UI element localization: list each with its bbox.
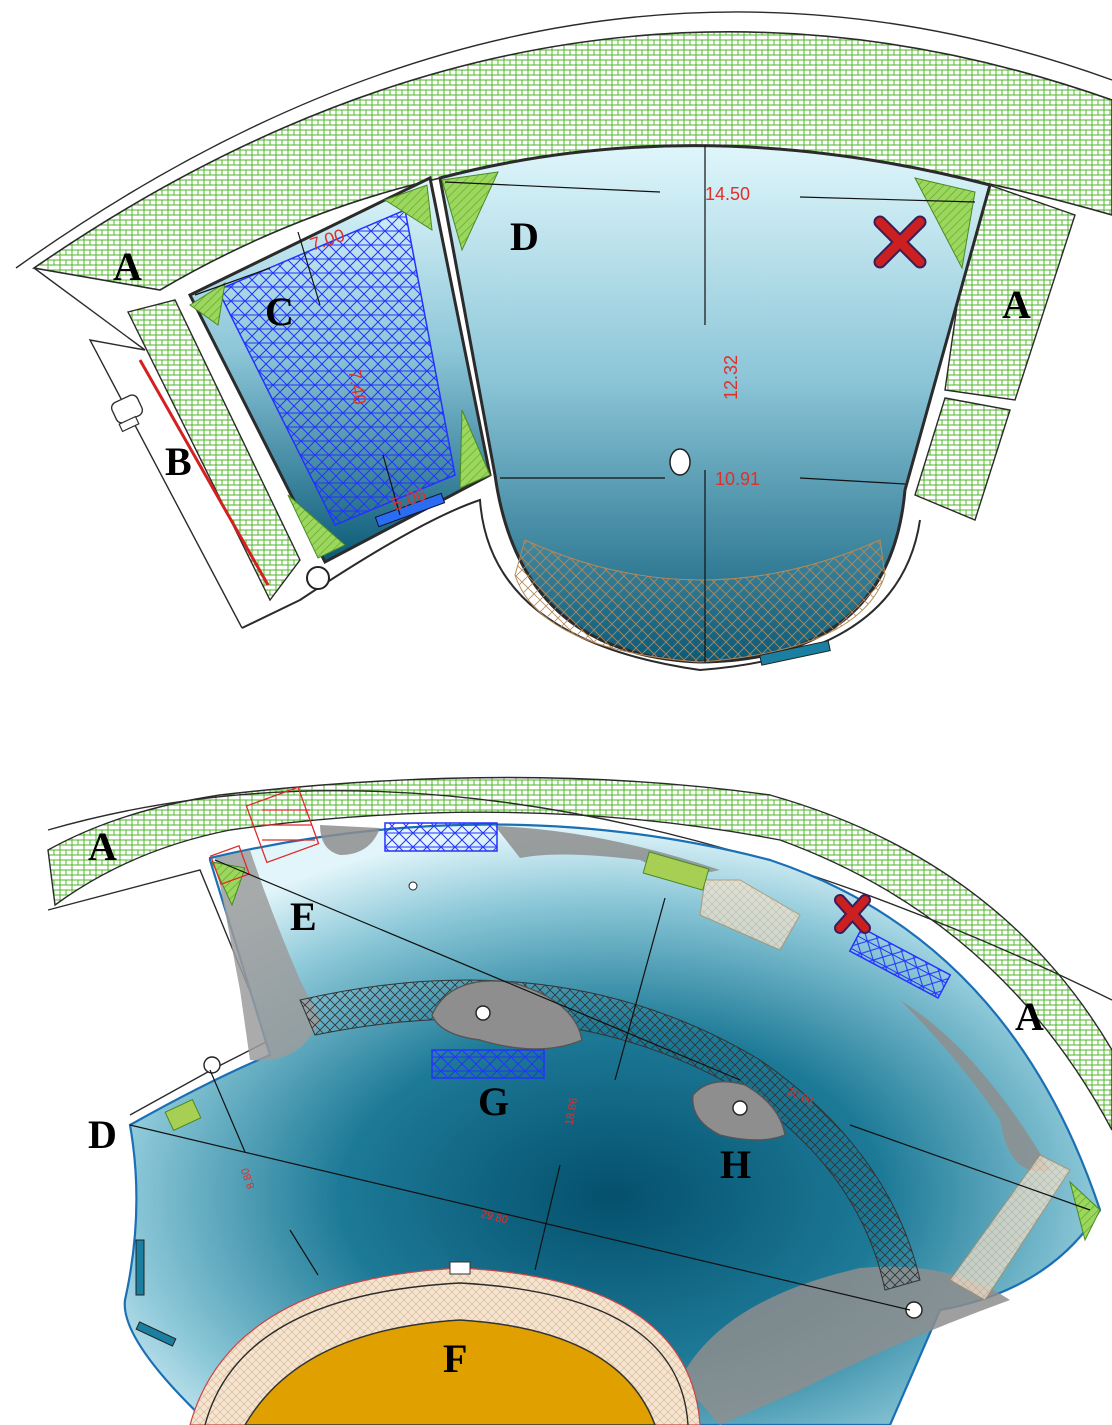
corner-planter: [441, 171, 499, 252]
rock-shelf: [680, 1266, 1010, 1425]
bench-grid: [848, 927, 952, 999]
zone-label-d: D: [510, 214, 539, 259]
rock-shelf: [320, 825, 380, 855]
drain-icon: [306, 566, 330, 590]
zone-label-b: B: [165, 439, 192, 484]
drain-icon: [203, 1056, 221, 1074]
dimension-lines-bottom: [129, 859, 1091, 1311]
planter-box: [164, 1098, 202, 1132]
stage-gate: [449, 1261, 471, 1275]
drain-icon: [732, 1100, 748, 1116]
edge-line-red: [138, 359, 270, 586]
planting-band-bottom: [47, 776, 1112, 1131]
x-mark-icon: [873, 215, 927, 269]
tile-pad: [949, 1154, 1071, 1301]
zone-label-a-right: A: [1015, 994, 1044, 1039]
zone-label-a-left: A: [113, 244, 142, 289]
skimmer-bar: [135, 1239, 145, 1296]
rock-shelf: [900, 1000, 1050, 1172]
planting-strip-right-lower: [914, 397, 1011, 521]
dimension-width-mid: 10.91: [715, 469, 760, 489]
dimension-width-top: 14.50: [705, 184, 750, 204]
drain-icon: [408, 881, 418, 891]
corner-planter: [383, 184, 433, 231]
zone-label-e: E: [290, 894, 317, 939]
corner-planter: [189, 281, 226, 326]
bench-grid: [431, 1049, 545, 1079]
top-plan: 14.50 12.32 10.91 7.00 7.40 5.06 A A B C…: [15, 11, 1112, 672]
rock-shelf: [215, 850, 320, 1061]
zone-label-f: F: [443, 1336, 467, 1381]
zone-label-h: H: [720, 1142, 751, 1187]
bench-grid: [384, 822, 498, 852]
pool-grid: [216, 208, 456, 526]
corner-planter: [287, 494, 346, 559]
bottom-plan: 36.06 29.80 8.80 18.86 A A D E F G H: [47, 776, 1112, 1425]
tile-pad: [699, 879, 801, 951]
skimmer-bar: [759, 640, 831, 666]
drain-icon: [905, 1301, 923, 1319]
planter-box: [642, 851, 710, 891]
corner-planter: [459, 409, 491, 489]
seating-band: [514, 539, 886, 663]
zone-label-g: G: [478, 1079, 509, 1124]
toilet-icon: [110, 394, 144, 433]
zone-label-a-right: A: [1002, 282, 1031, 327]
drain-icon: [475, 1005, 491, 1021]
step-bar: [374, 492, 446, 528]
stage-f: [244, 1319, 656, 1425]
dimension-depth-center: 12.32: [721, 355, 741, 400]
x-mark-icon: [834, 894, 871, 934]
dimension-lines-top: [194, 145, 976, 662]
dimension-radial-center: 18.86: [563, 1097, 580, 1126]
drain-icon: [669, 448, 691, 476]
zone-label-a-left: A: [88, 824, 117, 869]
trellis: [209, 786, 320, 886]
skimmer-bar: [135, 1321, 177, 1347]
corner-planter: [1069, 1180, 1101, 1242]
zone-label-d: D: [88, 1112, 117, 1157]
zone-label-c: C: [265, 289, 294, 334]
